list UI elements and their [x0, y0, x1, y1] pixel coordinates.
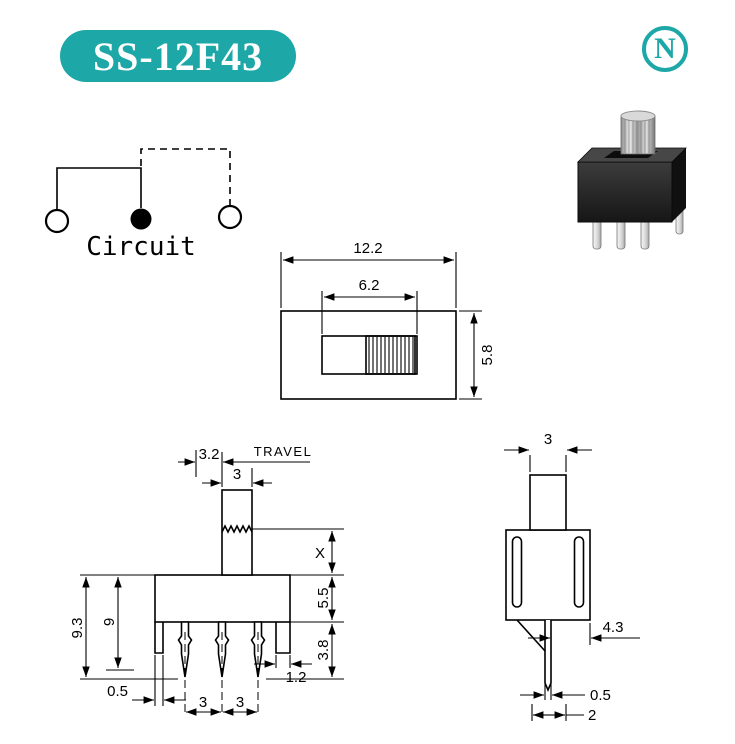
dim-knob-depth: 3	[544, 431, 552, 448]
side-view-body	[505, 529, 591, 621]
photo-actuator-knurl	[624, 117, 650, 153]
dim-pin-offset: 2	[588, 707, 596, 724]
product-photo	[577, 110, 687, 250]
photo-pin	[592, 219, 602, 250]
dim-height-inner: 9	[101, 618, 118, 626]
side-view-dimensions: 3 4.3 0.5 2	[504, 431, 640, 724]
terminal-left	[44, 208, 70, 234]
photo-body-side	[672, 148, 686, 222]
top-view-slider	[365, 335, 416, 375]
photo-actuator	[620, 115, 656, 155]
front-view-knob-knurl	[221, 524, 253, 534]
photo-pin	[616, 219, 626, 250]
brand-logo-letter: N	[654, 32, 676, 65]
circuit-label: Circuit	[86, 232, 196, 262]
front-view-left-leg	[154, 622, 164, 654]
model-badge-label: SS-12F43	[92, 33, 264, 79]
dim-leg-width: 0.5	[107, 683, 128, 700]
terminal-common	[130, 208, 152, 230]
side-view-slot-right	[573, 536, 585, 608]
top-view-slider-knurl	[368, 337, 414, 373]
travel-label: TRAVEL	[254, 444, 313, 459]
model-badge: SS-12F43	[60, 30, 296, 82]
top-view-drawing: 12.2 6.2 5.8	[280, 240, 496, 400]
side-view-pin-bend	[516, 619, 546, 652]
dim-travel: 3.2	[199, 446, 220, 463]
dim-leg-right: 1.2	[286, 669, 307, 686]
dim-pitch-left: 3	[199, 694, 207, 711]
dim-pin-thickness: 0.5	[590, 687, 611, 704]
front-view-body	[154, 574, 291, 623]
dim-pitch-right: 3	[236, 694, 244, 711]
terminal-right	[217, 204, 243, 230]
front-view-drawing: 3.2 TRAVEL 3 X 5.5 3.8	[69, 444, 344, 716]
photo-actuator-top	[620, 110, 656, 122]
dim-body-depth: 4.3	[603, 619, 624, 636]
photo-body-front	[577, 161, 673, 223]
dim-pin-length: 3.8	[315, 640, 332, 661]
top-view-body	[280, 310, 457, 400]
top-view-dimensions: 12.2 6.2 5.8	[280, 240, 496, 400]
dim-total-width: 12.2	[353, 240, 382, 257]
dim-slider-width: 6.2	[359, 277, 380, 294]
circuit-diagram: Circuit	[44, 148, 243, 262]
front-view-dimensions: 3.2 TRAVEL 3 X 5.5 3.8	[69, 444, 344, 716]
dim-body-height: 5.5	[315, 588, 332, 609]
dim-exposed: X	[315, 545, 325, 562]
side-view-pin	[544, 620, 552, 693]
dim-knob-width: 3	[233, 466, 241, 483]
photo-pin	[640, 219, 650, 250]
dim-height: 5.8	[479, 345, 496, 366]
dim-height-total: 9.3	[69, 618, 86, 639]
brand-logo: N	[642, 26, 688, 72]
side-view-knob	[529, 474, 567, 531]
side-view-slot-left	[511, 536, 523, 608]
side-view-drawing: 3 4.3 0.5 2	[504, 431, 640, 724]
front-view-knob	[221, 489, 253, 576]
front-view-right-leg	[275, 622, 291, 654]
